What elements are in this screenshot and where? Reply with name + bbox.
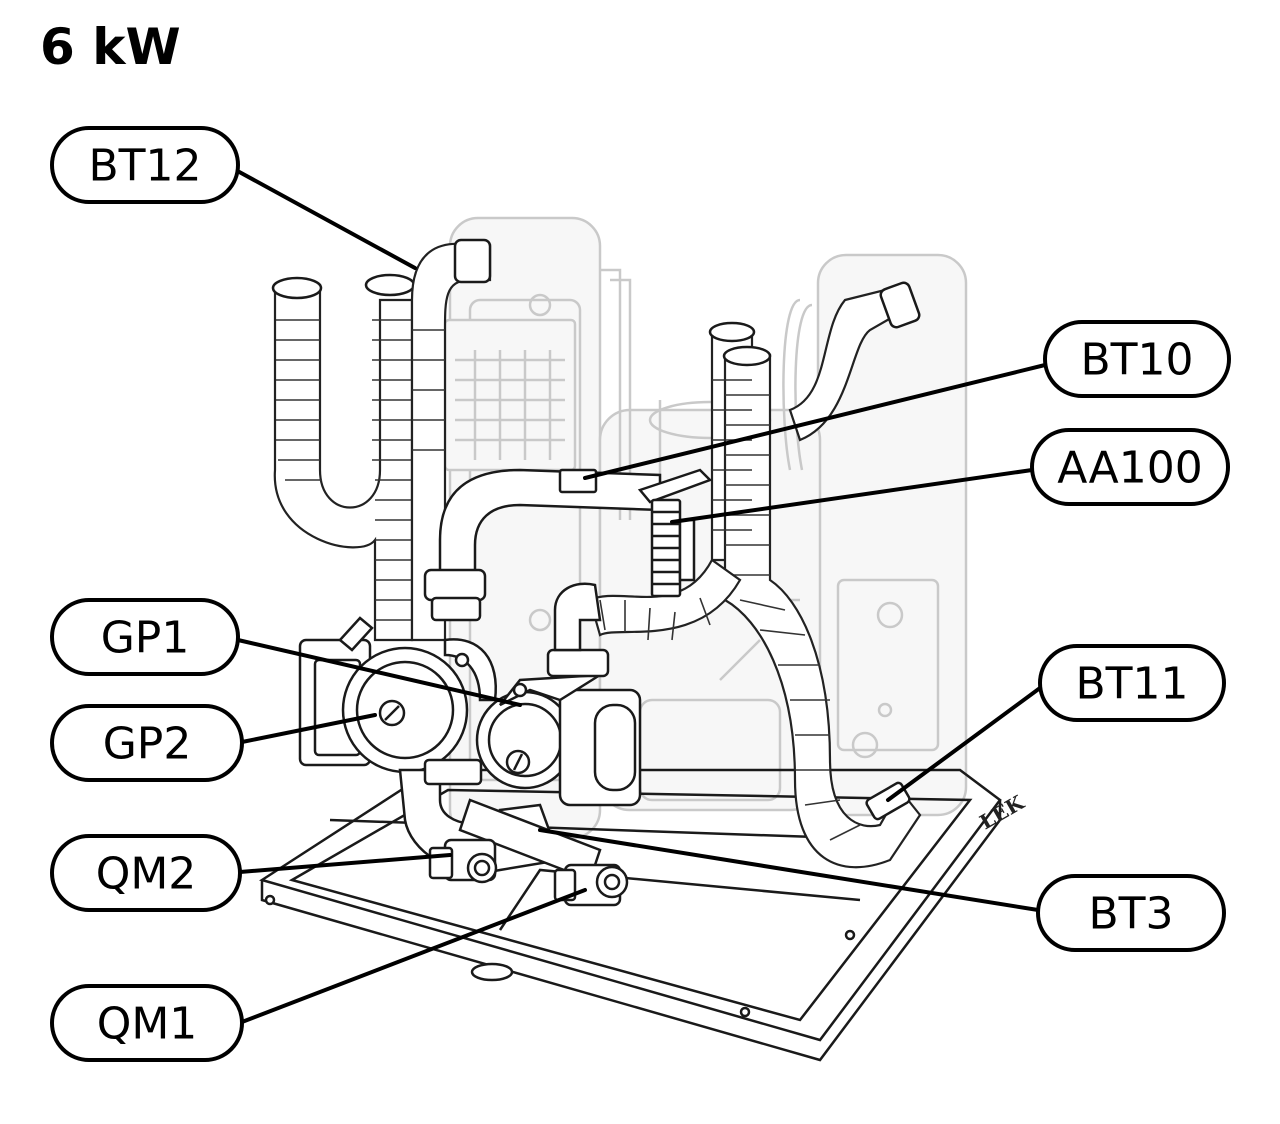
callout-bt10: BT10 [1043,320,1231,398]
tray-mark: LEK [976,790,1029,834]
flexible-hose-left-outer [271,273,416,642]
circulation-pump-gp2 [298,616,498,774]
callout-bt10-text: BT10 [1080,335,1193,386]
leader-gp2 [240,713,377,744]
pipe-loop [423,468,662,622]
callout-aa100-text: AA100 [1057,443,1202,494]
leader-qm1 [240,888,587,1024]
callout-bt11-text: BT11 [1075,659,1188,710]
leader-bt3 [538,828,1040,912]
leader-bt11 [886,686,1042,802]
callout-qm2-text: QM2 [96,849,197,900]
leader-bt12 [230,166,417,270]
flexible-hose-right-pair [708,321,922,869]
callout-qm2: QM2 [50,834,242,912]
leader-gp1 [236,638,522,707]
tray-latch [470,962,514,982]
callout-qm1-text: QM1 [97,999,198,1050]
callout-bt11: BT11 [1038,644,1226,722]
leader-lines [230,166,1047,1024]
flexible-hose-top-bend [410,238,492,642]
shut-off-valve-qm1 [553,863,629,907]
flexible-hose-middle [588,558,742,641]
callout-qm1: QM1 [50,984,244,1062]
leader-bt10 [583,363,1047,480]
callout-bt3-text: BT3 [1088,889,1173,940]
callout-gp1: GP1 [50,598,240,676]
page-title: 6 kW [40,18,181,76]
leader-aa100 [670,468,1034,524]
callout-bt12-text: BT12 [88,141,201,192]
callout-aa100: AA100 [1030,428,1230,506]
callout-bt3: BT3 [1036,874,1226,952]
terminal-block-aa100 [637,468,713,598]
circulation-pump-gp1 [475,582,642,807]
callout-bt12: BT12 [50,126,240,204]
callout-gp2-text: GP2 [103,719,192,770]
callout-gp1-text: GP1 [101,613,190,664]
callout-gp2: GP2 [50,704,244,782]
control-board [443,318,577,472]
flexible-hose-top-right [788,281,921,442]
temperature-sensor-bt10 [558,468,598,494]
leader-qm2 [238,853,452,874]
